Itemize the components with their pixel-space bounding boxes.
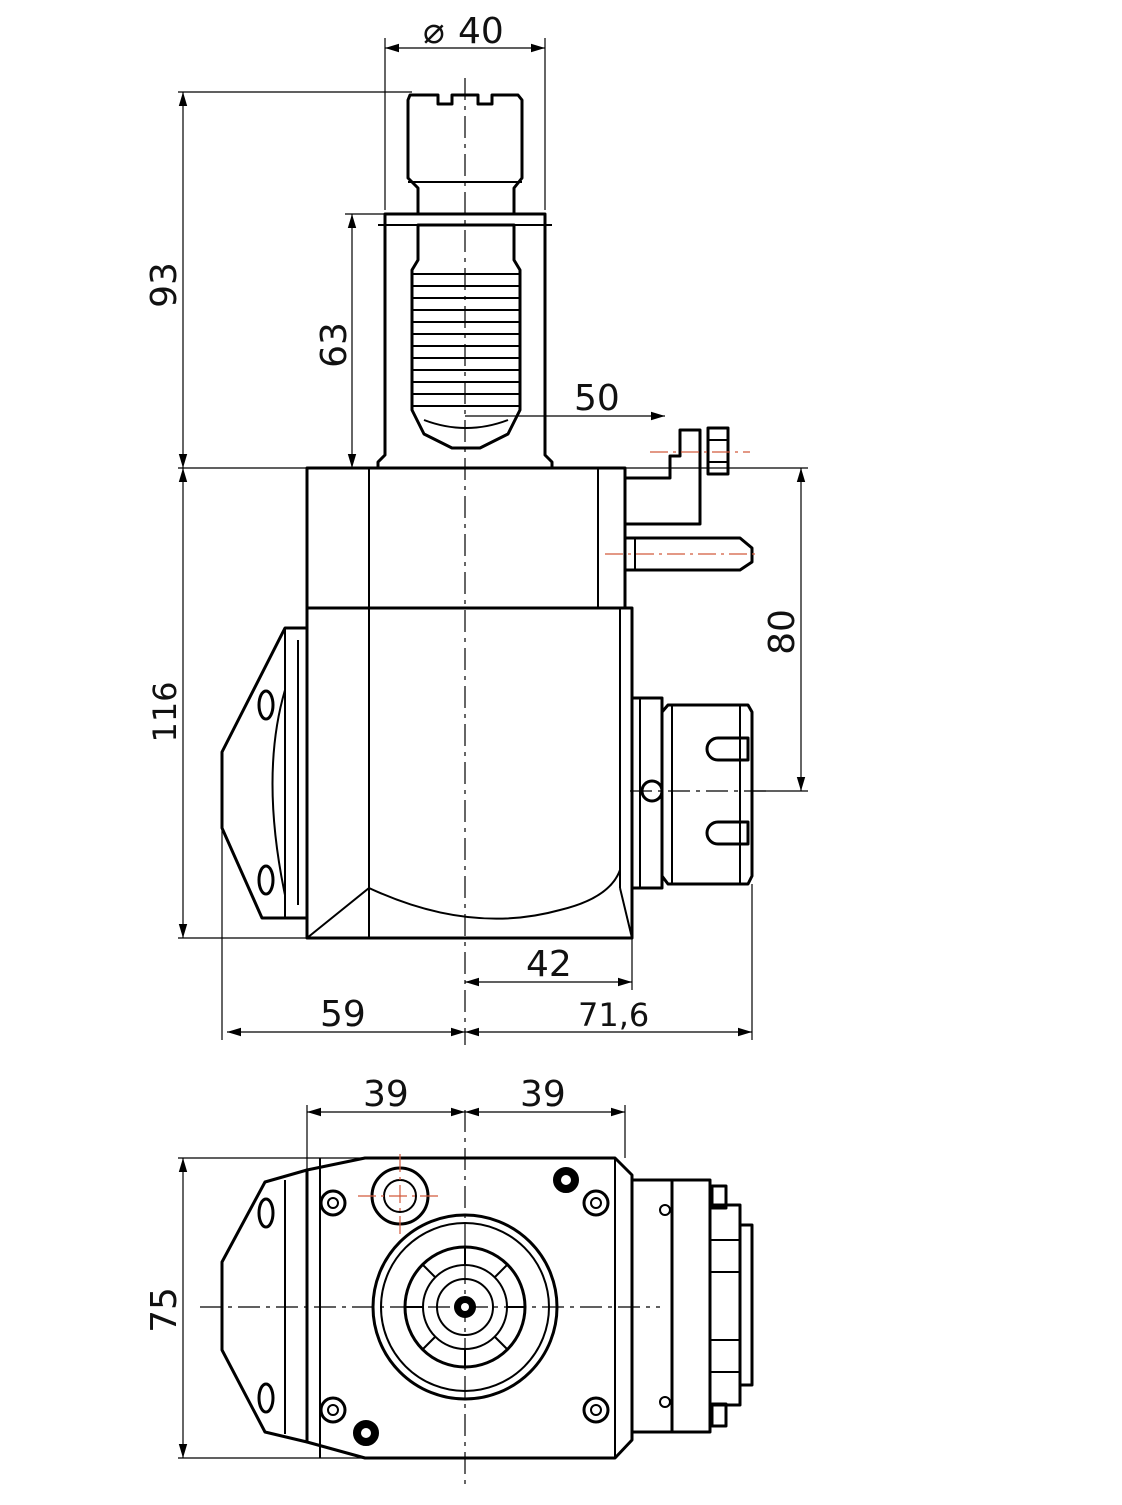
dim-label-59: 59 bbox=[320, 994, 366, 1035]
left-flange bbox=[220, 626, 309, 920]
bottom-right-attachment bbox=[630, 1178, 754, 1434]
dim-80: 80 bbox=[625, 467, 808, 792]
bottom-view: 39 39 75 bbox=[144, 1074, 754, 1490]
side-view: ⌀ 40 93 63 50 116 bbox=[144, 11, 808, 1045]
dim-42: 42 bbox=[465, 938, 633, 990]
dim-116: 116 bbox=[146, 468, 307, 939]
dim-75: 75 bbox=[144, 1157, 365, 1459]
dim-label-75: 75 bbox=[144, 1287, 185, 1333]
dim-label-39-left: 39 bbox=[363, 1074, 409, 1115]
screws bbox=[319, 1167, 610, 1446]
dim-59: 59 bbox=[221, 828, 465, 1040]
dim-71-6: 71,6 bbox=[465, 884, 753, 1040]
dim-label-116: 116 bbox=[146, 681, 184, 742]
body-upper bbox=[305, 466, 627, 938]
body-lower bbox=[305, 606, 634, 940]
central-spindle bbox=[371, 1213, 559, 1401]
diameter-symbol: ⌀ bbox=[423, 11, 445, 52]
dim-93: 93 bbox=[144, 91, 412, 469]
dim-label-80: 80 bbox=[762, 609, 803, 655]
coolant-port bbox=[358, 1154, 442, 1238]
threaded-shank bbox=[410, 223, 522, 450]
dim-label-42: 42 bbox=[526, 944, 572, 985]
dim-label-71-6: 71,6 bbox=[578, 996, 649, 1034]
side-pin bbox=[605, 536, 760, 572]
shank-top bbox=[406, 93, 524, 216]
dim-63: 63 bbox=[314, 213, 385, 468]
dim-label-diameter: 40 bbox=[458, 11, 504, 52]
side-spindle bbox=[630, 696, 770, 890]
dim-39-left: 39 bbox=[306, 1074, 465, 1170]
bottom-left-flange bbox=[220, 1168, 309, 1444]
dim-label-39-right: 39 bbox=[520, 1074, 566, 1115]
dim-label-50: 50 bbox=[574, 378, 620, 419]
dim-label-93: 93 bbox=[144, 262, 185, 308]
dim-label-63: 63 bbox=[314, 322, 355, 368]
dim-diameter-40: ⌀ 40 bbox=[384, 11, 546, 210]
dim-50: 50 bbox=[465, 378, 665, 421]
dim-39-right: 39 bbox=[465, 1074, 626, 1158]
top-right-bracket bbox=[623, 426, 750, 526]
